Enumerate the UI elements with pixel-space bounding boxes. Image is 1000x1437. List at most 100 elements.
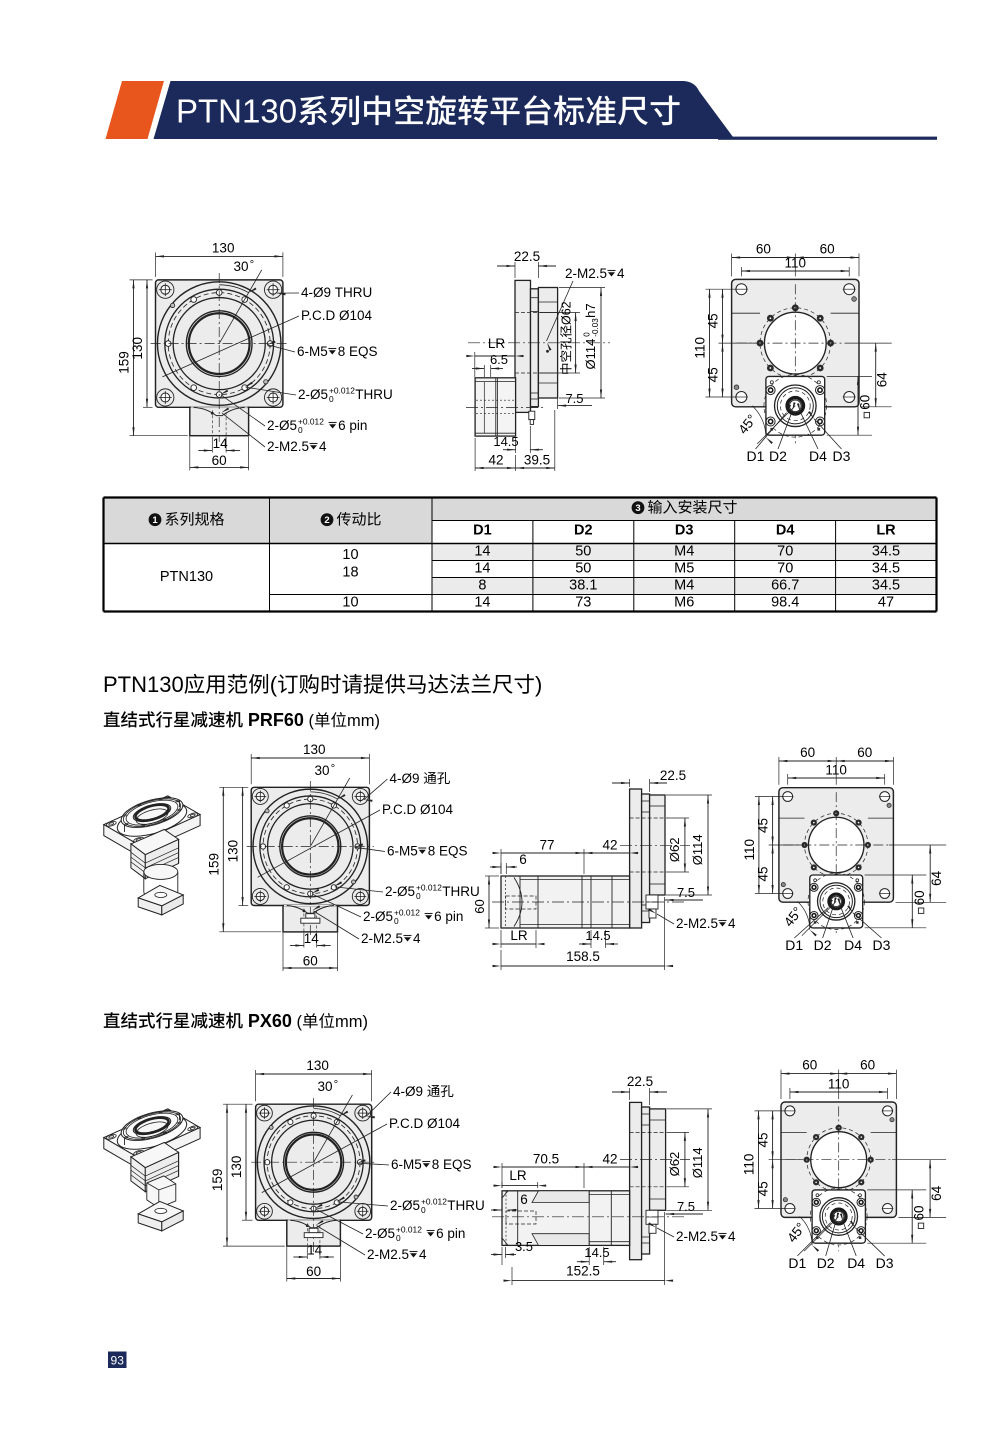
svg-text:42: 42 xyxy=(488,453,503,468)
svg-text:14.5: 14.5 xyxy=(493,434,518,449)
svg-text:2-M2.5: 2-M2.5 xyxy=(267,439,309,454)
svg-text:THRU: THRU xyxy=(442,884,480,899)
svg-text:+0.012: +0.012 xyxy=(298,417,324,427)
svg-text:110: 110 xyxy=(742,1154,757,1176)
svg-text:6-M5: 6-M5 xyxy=(387,844,418,859)
svg-text:14: 14 xyxy=(474,561,490,577)
svg-text:22.5: 22.5 xyxy=(514,249,540,264)
svg-text:+0.012: +0.012 xyxy=(329,386,355,396)
svg-text:34.5: 34.5 xyxy=(872,578,900,594)
svg-text:70: 70 xyxy=(777,561,793,577)
svg-text:+0.012: +0.012 xyxy=(421,1197,447,1207)
svg-text:45: 45 xyxy=(756,866,771,881)
svg-text:60: 60 xyxy=(912,1205,927,1220)
svg-text:4: 4 xyxy=(319,439,327,454)
svg-text:0: 0 xyxy=(394,916,399,926)
svg-text:2-M2.5: 2-M2.5 xyxy=(676,1229,718,1244)
svg-text:M4: M4 xyxy=(674,544,694,560)
svg-text:110: 110 xyxy=(828,1077,850,1092)
svg-text:47: 47 xyxy=(878,595,894,611)
svg-text:30: 30 xyxy=(233,259,248,274)
svg-text:73: 73 xyxy=(575,595,591,611)
svg-text:°: ° xyxy=(331,763,335,775)
svg-text:14: 14 xyxy=(307,1243,323,1258)
svg-text:0: 0 xyxy=(416,891,421,901)
svg-text:152.5: 152.5 xyxy=(566,1264,600,1279)
svg-text:+0.012: +0.012 xyxy=(394,908,420,918)
svg-text:45: 45 xyxy=(756,1132,771,1147)
svg-text:130: 130 xyxy=(303,742,326,757)
svg-text:0: 0 xyxy=(421,1205,426,1215)
svg-text:14.5: 14.5 xyxy=(585,928,610,943)
svg-text:14.5: 14.5 xyxy=(584,1245,609,1260)
svg-text:159: 159 xyxy=(117,351,132,374)
svg-text:2-Ø5: 2-Ø5 xyxy=(390,1198,420,1213)
svg-text:6: 6 xyxy=(519,852,527,867)
svg-text:10: 10 xyxy=(342,595,358,611)
svg-text:34.5: 34.5 xyxy=(872,544,900,560)
svg-text:4-Ø9: 4-Ø9 xyxy=(301,285,331,300)
svg-text:8: 8 xyxy=(478,578,486,594)
svg-text:22.5: 22.5 xyxy=(660,768,686,783)
svg-text:D4: D4 xyxy=(776,523,795,539)
svg-text:Ø114: Ø114 xyxy=(690,1147,705,1178)
svg-text:2-M2.5: 2-M2.5 xyxy=(367,1247,409,1262)
svg-text:45°: 45° xyxy=(784,1220,808,1245)
svg-text:0: 0 xyxy=(396,1233,401,1243)
svg-text:0: 0 xyxy=(583,332,592,337)
svg-text:2-Ø5: 2-Ø5 xyxy=(298,387,328,402)
svg-text:LR: LR xyxy=(488,336,506,351)
svg-text:6 pin: 6 pin xyxy=(338,418,367,433)
svg-text:6-M5: 6-M5 xyxy=(297,344,328,359)
svg-text:45: 45 xyxy=(706,367,721,382)
svg-text:14: 14 xyxy=(304,931,320,946)
svg-text:60: 60 xyxy=(860,1058,875,1073)
svg-text:77: 77 xyxy=(539,838,554,853)
svg-text:50: 50 xyxy=(575,544,591,560)
svg-text:D4: D4 xyxy=(809,448,827,464)
svg-text:70: 70 xyxy=(777,544,793,560)
svg-text:30: 30 xyxy=(317,1079,332,1094)
svg-text:45: 45 xyxy=(756,818,771,833)
svg-text:D3: D3 xyxy=(833,448,851,464)
svg-text:D4: D4 xyxy=(844,937,862,953)
svg-text:14: 14 xyxy=(474,595,490,611)
svg-text:4: 4 xyxy=(728,916,736,931)
svg-text:60: 60 xyxy=(912,890,927,905)
svg-text:60: 60 xyxy=(472,899,487,913)
svg-text:Ø62: Ø62 xyxy=(560,301,574,325)
svg-text:M6: M6 xyxy=(674,595,694,611)
svg-text:45°: 45° xyxy=(781,904,805,929)
svg-text:6: 6 xyxy=(520,1192,528,1207)
svg-text:D4: D4 xyxy=(847,1255,865,1271)
svg-text:4-Ø9: 4-Ø9 xyxy=(393,1084,423,1099)
svg-text:110: 110 xyxy=(742,839,757,861)
svg-text:38.1: 38.1 xyxy=(569,578,597,594)
svg-text:7.5: 7.5 xyxy=(565,391,583,406)
svg-text:130: 130 xyxy=(130,337,145,360)
svg-text:2-Ø5: 2-Ø5 xyxy=(363,909,393,924)
svg-text:7.5: 7.5 xyxy=(677,1199,695,1214)
svg-text:D1: D1 xyxy=(747,448,765,464)
svg-text:8 EQS: 8 EQS xyxy=(428,844,468,859)
svg-text:2-Ø5: 2-Ø5 xyxy=(267,418,297,433)
svg-text:4: 4 xyxy=(419,1247,427,1262)
svg-text:159: 159 xyxy=(206,853,221,876)
svg-text:60: 60 xyxy=(820,242,835,257)
svg-text:-0.03: -0.03 xyxy=(591,318,600,337)
svg-text:P.C.D Ø104: P.C.D Ø104 xyxy=(382,802,454,817)
svg-text:14: 14 xyxy=(474,544,490,560)
svg-text:22.5: 22.5 xyxy=(627,1074,653,1089)
svg-text:110: 110 xyxy=(785,256,807,271)
svg-text:h7: h7 xyxy=(583,303,598,317)
svg-text:130: 130 xyxy=(306,1058,329,1073)
svg-text:Ø62: Ø62 xyxy=(667,838,682,863)
svg-text:64: 64 xyxy=(875,372,890,388)
svg-text:42: 42 xyxy=(602,1152,617,1167)
svg-text:64: 64 xyxy=(929,870,944,886)
svg-text:PTN130: PTN130 xyxy=(160,569,213,585)
svg-text:60: 60 xyxy=(303,954,318,969)
svg-text:6.5: 6.5 xyxy=(490,352,508,367)
svg-text:2-M2.5: 2-M2.5 xyxy=(676,916,718,931)
svg-text:45: 45 xyxy=(756,1181,771,1196)
